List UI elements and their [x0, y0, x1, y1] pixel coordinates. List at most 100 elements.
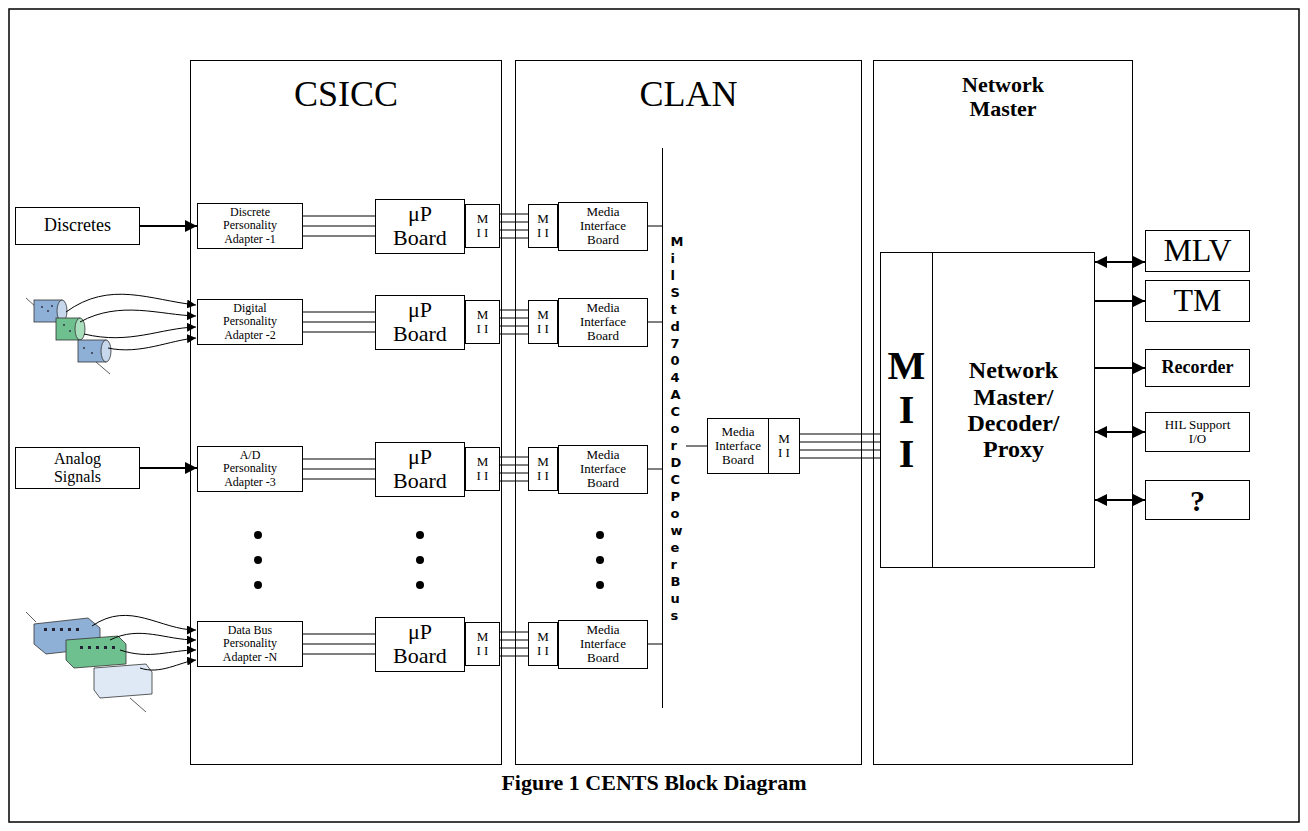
mii-box: M I I: [768, 418, 800, 474]
box-label: CLAN: [640, 75, 738, 115]
connector: [303, 216, 375, 236]
media-interface-board: Media Interface Board: [558, 298, 648, 347]
box-label: TM: [1174, 283, 1222, 318]
personality-adapter: Data Bus Personality Adapter -N: [197, 621, 303, 667]
box-label: Media Interface Board: [573, 205, 633, 248]
box-label: M I I: [476, 212, 489, 241]
output-box: HIL Support I/O: [1145, 412, 1250, 452]
output-box: TM: [1145, 280, 1250, 322]
connector: [500, 310, 528, 334]
box-label: M I I: [537, 630, 550, 659]
connector: [1095, 300, 1145, 302]
mii-box: M I I: [465, 622, 500, 666]
box-label: Network Master: [928, 73, 1078, 121]
box-label: Media Interface Board: [573, 623, 633, 666]
box-label: A/D Personality Adapter -3: [214, 449, 286, 489]
box-label: μP Board: [390, 202, 450, 250]
box-label: M I I: [537, 212, 550, 241]
personality-adapter: Digital Personality Adapter -2: [197, 299, 303, 345]
connector: [140, 225, 197, 227]
bus-wires: [92, 615, 196, 670]
box-label: HIL Support I/O: [1158, 418, 1238, 447]
connector: [1095, 499, 1145, 501]
media-interface-board: Media Interface Board: [558, 620, 648, 669]
signal-wires: [66, 294, 196, 350]
connector: [1095, 261, 1145, 263]
output-box: MLV: [1145, 230, 1250, 272]
network-master-panel: Network MasterNetwork Master/ Decoder/ P…: [873, 60, 1133, 765]
connector: [303, 634, 375, 654]
connector: [686, 446, 707, 447]
mii-box: M I I: [465, 300, 500, 344]
connector: [648, 644, 662, 645]
media-interface-board: Media Interface Board: [558, 202, 648, 251]
mii-box: M I I: [528, 204, 558, 248]
box-label: ?: [1190, 484, 1205, 517]
box-label: Discrete Personality Adapter -1: [214, 206, 286, 246]
box-label: CSICC: [294, 75, 398, 115]
box-label: Mil Std 704 AC or DC Power Bus: [671, 233, 679, 624]
box-label: μP Board: [390, 620, 450, 668]
box-label: Media Interface Board: [710, 425, 766, 468]
cylinder-connectors: [26, 298, 111, 374]
personality-adapter: Discrete Personality Adapter -1: [197, 203, 303, 249]
connector: [1095, 367, 1145, 369]
processor-board: μP Board: [375, 617, 465, 672]
power-bus: Mil Std 704 AC or DC Power Bus: [662, 148, 686, 708]
box-label: M I I: [887, 344, 927, 476]
connector: [500, 214, 528, 238]
output-box: ?: [1145, 480, 1250, 520]
connector: [648, 226, 662, 227]
connector: [648, 322, 662, 323]
box-label: Digital Personality Adapter -2: [214, 302, 286, 342]
box-label: M I I: [537, 308, 550, 337]
data-bus-connectors: [26, 612, 152, 712]
personality-adapter: A/D Personality Adapter -3: [197, 446, 303, 492]
connector: [800, 434, 881, 458]
mii-box: M I I: [528, 300, 558, 344]
box-label: Recorder: [1162, 358, 1234, 378]
box-label: Media Interface Board: [573, 448, 633, 491]
box-label: M I I: [537, 455, 550, 484]
input-box: Discretes: [15, 207, 140, 245]
connector: [500, 457, 528, 481]
connector: [648, 469, 662, 470]
box-label: μP Board: [390, 445, 450, 493]
mii-box: M I I: [465, 204, 500, 248]
media-interface-board: Media Interface Board: [707, 418, 769, 474]
clan-panel: CLAN M I I Media Interface Board M I I Media…: [515, 60, 862, 765]
box-label: M I I: [476, 455, 489, 484]
box-label: Discretes: [44, 216, 111, 236]
mii-box: M I I: [881, 253, 933, 567]
network-master-box: Network Master/ Decoder/ Proxy M I I: [880, 252, 1095, 568]
box-label: MLV: [1163, 233, 1231, 268]
mii-box: M I I: [528, 447, 558, 491]
processor-board: μP Board: [375, 442, 465, 497]
processor-board: μP Board: [375, 295, 465, 350]
connector: [140, 467, 197, 469]
media-interface-board: Media Interface Board: [558, 445, 648, 494]
box-label: M I I: [778, 432, 791, 461]
continuation-dots: [254, 531, 604, 589]
connector: [1095, 431, 1145, 433]
box-label: M I I: [476, 308, 489, 337]
outer-frame: [9, 9, 1299, 822]
box-label: Media Interface Board: [573, 301, 633, 344]
processor-board: μP Board: [375, 199, 465, 254]
figure-caption: Figure 1 CENTS Block Diagram: [0, 770, 1308, 796]
input-box: Analog Signals: [15, 447, 140, 489]
box-label: M I I: [476, 630, 489, 659]
box-label: Data Bus Personality Adapter -N: [214, 624, 286, 664]
output-box: Recorder: [1145, 349, 1250, 387]
box-label: μP Board: [390, 298, 450, 346]
mii-box: M I I: [465, 447, 500, 491]
csicc-panel: CSICC Discrete Personality Adapter -1 μP B…: [190, 60, 502, 765]
box-label: Analog Signals: [38, 450, 118, 485]
connector: [303, 459, 375, 479]
mii-box: M I I: [528, 622, 558, 666]
box-label: Network Master/ Decoder/ Proxy: [958, 357, 1070, 463]
connector: [303, 312, 375, 332]
